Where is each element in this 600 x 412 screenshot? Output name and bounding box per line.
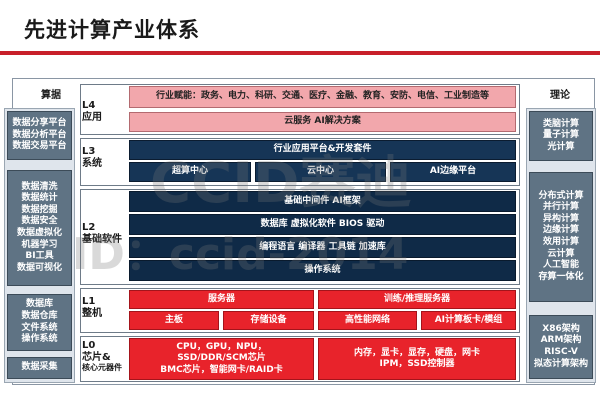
side-item: 效用计算 bbox=[542, 237, 579, 247]
theory-computing-group: 分布式计算 并行计算 异构计算 边缘计算 效用计算 云计算 人工智能 存算一体化 bbox=[529, 172, 593, 302]
side-item: 云计算 bbox=[547, 248, 575, 259]
data-processing-group: 数据清洗 数据统计 数据挖掘 数据安全 数据虚拟化 机器学习 BI工具 数据可视… bbox=[7, 170, 72, 286]
side-item: 分布式计算 bbox=[538, 190, 584, 201]
server-box: 服务器 bbox=[129, 290, 314, 309]
data-storage-group: 数据库 数据仓库 文件系统 操作系统 bbox=[7, 294, 72, 351]
side-item: 数据采集 bbox=[21, 362, 58, 373]
layer-name: 基础软件 bbox=[82, 233, 122, 245]
layer-name: 系统 bbox=[82, 157, 102, 169]
hpc-network-box: 高性能网络 bbox=[318, 311, 417, 330]
side-item: 人工智能 bbox=[542, 260, 579, 271]
ai-accelerator-card-box: AI计算板卡/模组 bbox=[421, 311, 516, 330]
side-item: BI工具 bbox=[25, 251, 54, 262]
chips-line: SSD/DDR/SCM芯片 bbox=[177, 353, 266, 364]
chips-box: CPU，GPU，NPU， SSD/DDR/SCM芯片 BMC芯片，智能网卡/RA… bbox=[129, 338, 314, 380]
page-title: 先进计算产业体系 bbox=[24, 18, 200, 42]
supercomputing-center-box: 超算中心 bbox=[129, 162, 251, 182]
layer-name: 整机 bbox=[82, 307, 102, 319]
layer-l1-band bbox=[80, 288, 520, 333]
storage-device-box: 存储设备 bbox=[223, 311, 314, 330]
programming-tools-box: 编程语言 编译器 工具链 加速库 bbox=[129, 237, 516, 258]
side-item: RISC-V bbox=[544, 347, 578, 357]
database-virtualization-box: 数据库 虚拟化软件 BIOS 驱动 bbox=[129, 214, 516, 235]
components-line: 内存，显卡，显存，硬盘，网卡 bbox=[353, 347, 480, 358]
chips-line: BMC芯片，智能网卡/RAID卡 bbox=[160, 364, 283, 375]
side-item: 数据库 bbox=[25, 299, 53, 310]
side-item: 并行计算 bbox=[542, 202, 579, 213]
layer-l4-label: L4 应用 bbox=[82, 100, 102, 123]
side-item: 边缘计算 bbox=[542, 225, 579, 236]
theory-architecture-group: X86架构 ARM架构 RISC-V 拟态计算架构 bbox=[529, 315, 593, 379]
ai-edge-platform-box: AI边缘平台 bbox=[390, 162, 516, 182]
cloud-ai-service-box: 云服务 AI解决方案 bbox=[129, 112, 516, 132]
layer-code: L4 bbox=[82, 100, 96, 111]
side-item: 数据分析平台 bbox=[12, 129, 67, 140]
side-item: 量子计算 bbox=[542, 130, 579, 141]
components-line: IPM，SSD控制器 bbox=[379, 359, 455, 369]
side-item: 光计算 bbox=[547, 141, 575, 152]
motherboard-box: 主板 bbox=[129, 311, 219, 330]
training-inference-server-box: 训练/推理服务器 bbox=[318, 290, 516, 309]
title-underline bbox=[0, 51, 600, 55]
layer-subname: 核心元器件 bbox=[82, 363, 122, 372]
layer-l3-label: L3 系统 bbox=[82, 146, 102, 169]
layer-code: L2 bbox=[82, 222, 96, 233]
layer-code: L1 bbox=[82, 296, 96, 307]
layer-code: L3 bbox=[82, 146, 96, 157]
side-item: 异构计算 bbox=[542, 213, 579, 224]
layer-l0-band bbox=[80, 336, 520, 382]
side-item: 文件系统 bbox=[21, 322, 58, 333]
side-item: 拟态计算架构 bbox=[533, 358, 588, 369]
layer-l4-band bbox=[80, 84, 520, 135]
chips-line: CPU，GPU，NPU， bbox=[176, 342, 267, 353]
components-box: 内存，显卡，显存，硬盘，网卡 IPM，SSD控制器 bbox=[318, 338, 516, 380]
middleware-ai-framework-box: 基础中间件 AI框架 bbox=[129, 191, 516, 212]
layer-l3-band bbox=[80, 138, 520, 186]
side-item: 操作系统 bbox=[21, 334, 58, 345]
layer-code: L0 bbox=[82, 340, 96, 351]
left-column-header: 算据 bbox=[41, 90, 61, 101]
side-item: 数据挖掘 bbox=[21, 204, 58, 215]
side-item: 存算一体化 bbox=[538, 271, 584, 282]
right-column-header: 理论 bbox=[550, 90, 570, 101]
side-item: X86架构 bbox=[542, 323, 580, 334]
layer-l2-label: L2 基础软件 bbox=[82, 222, 122, 245]
side-item: 类脑计算 bbox=[542, 118, 579, 129]
side-item: 数据清洗 bbox=[21, 181, 58, 192]
side-item: 数据统计 bbox=[21, 193, 58, 204]
operating-system-box: 操作系统 bbox=[129, 260, 516, 281]
industry-enablement-box: 行业赋能：政务、电力、科研、交通、医疗、金融、教育、安防、电信、工业制造等 bbox=[129, 86, 516, 108]
cloud-center-box: 云中心 bbox=[255, 162, 386, 182]
side-item: ARM架构 bbox=[540, 335, 582, 346]
layer-l0-label: L0 芯片& 核心元器件 bbox=[82, 340, 122, 372]
side-item: 数据交易平台 bbox=[12, 141, 67, 152]
theory-emerging-group: 类脑计算 量子计算 光计算 bbox=[529, 111, 593, 161]
layer-name: 应用 bbox=[82, 111, 102, 123]
data-collection-group: 数据采集 bbox=[7, 357, 72, 379]
side-item: 机器学习 bbox=[21, 239, 58, 250]
side-item: 数据安全 bbox=[21, 216, 58, 227]
side-item: 数据虚拟化 bbox=[16, 228, 62, 238]
layer-l1-label: L1 整机 bbox=[82, 296, 102, 319]
side-item: 数据仓库 bbox=[21, 310, 58, 321]
side-item: 数据可视化 bbox=[16, 262, 62, 273]
data-platform-group: 数据分享平台 数据分析平台 数据交易平台 bbox=[7, 111, 72, 160]
industry-platform-box: 行业应用平台&开发套件 bbox=[129, 140, 516, 160]
layer-name: 芯片& bbox=[82, 351, 111, 363]
side-item: 数据分享平台 bbox=[12, 118, 67, 129]
layer-l2-band bbox=[80, 189, 520, 285]
